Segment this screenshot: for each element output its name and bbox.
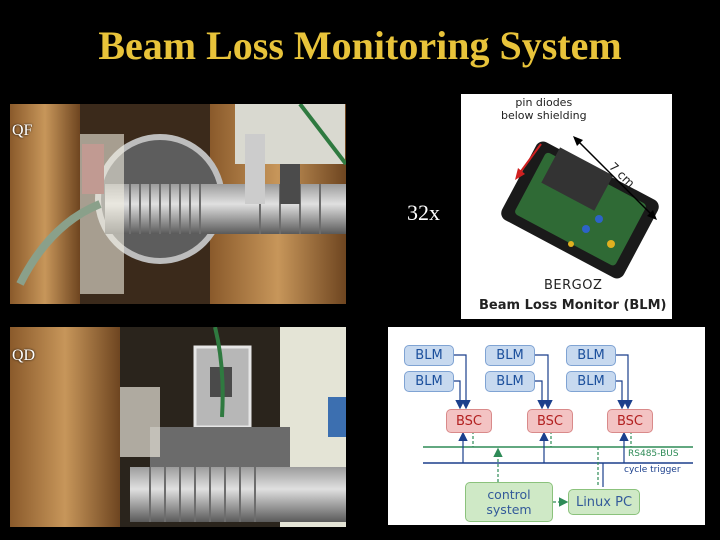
slide-title: Beam Loss Monitoring System: [98, 23, 622, 68]
linux-pc-box: Linux PC: [568, 489, 640, 515]
bus-label: RS485-BUS: [628, 449, 679, 459]
qf-magnet-photo: [10, 104, 346, 304]
qd-label: QD: [12, 347, 36, 364]
trigger-label: cycle trigger: [624, 465, 681, 475]
bergoz-brand-text: BERGOZ: [544, 278, 603, 293]
qd-magnet-photo: [10, 327, 346, 527]
blm-system-diagram: BLM BLM BLM BLM BLM BLM BSC BSC BSC RS48…: [388, 327, 705, 525]
blm-count-label: 32x: [407, 200, 440, 225]
qf-label: QF: [12, 122, 33, 139]
blm-box-1b: BLM: [404, 371, 454, 392]
blm-box-1a: BLM: [404, 345, 454, 366]
blm-box-2a: BLM: [485, 345, 535, 366]
bsc-box-2: BSC: [527, 409, 573, 433]
blm-caption: Beam Loss Monitor (BLM): [479, 298, 667, 313]
blm-box-2b: BLM: [485, 371, 535, 392]
pin-diodes-annotation: pin diodes below shielding: [501, 96, 587, 122]
blm-device-photo: pin diodes below shielding 7 cm BERGOZ B…: [461, 94, 672, 319]
bsc-box-1: BSC: [446, 409, 492, 433]
blm-box-3a: BLM: [566, 345, 616, 366]
bsc-box-3: BSC: [607, 409, 653, 433]
control-system-box: control system: [465, 482, 553, 522]
blm-box-3b: BLM: [566, 371, 616, 392]
